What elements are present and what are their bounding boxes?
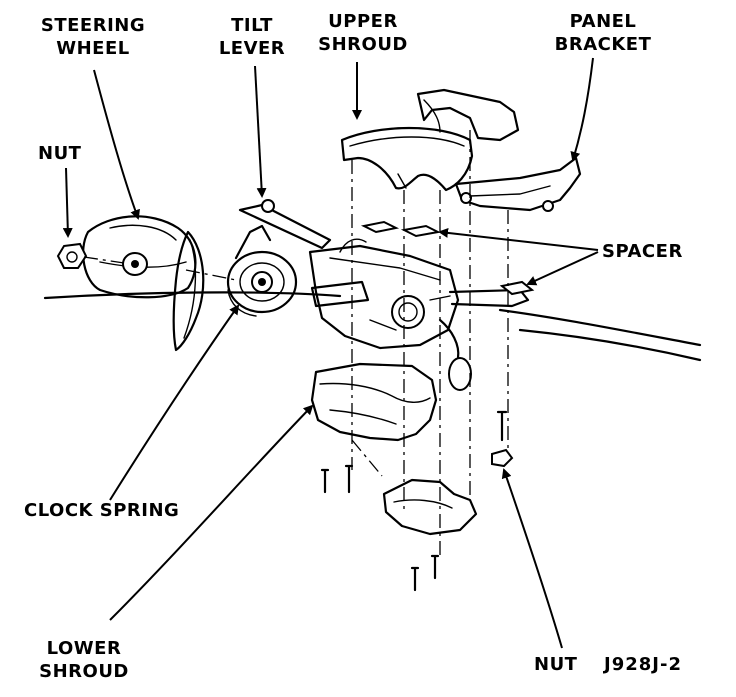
label-steering-wheel: STEERING WHEEL [28, 14, 158, 60]
figure-id: J928J-2 [604, 654, 682, 675]
upper-shroud-part [340, 126, 474, 192]
alignment-lines [185, 130, 509, 560]
label-tilt-lever-line2: LEVER [218, 38, 286, 59]
steering-wheel-part [82, 215, 205, 352]
label-panel-bracket-line1: PANEL [569, 11, 637, 32]
label-upper-shroud-line1: UPPER [328, 11, 398, 32]
panel-bracket-part [416, 88, 582, 212]
label-lower-shroud-line2: SHROUD [39, 661, 129, 682]
label-upper-shroud: UPPER SHROUD [308, 10, 418, 56]
nut-top-part [56, 242, 125, 269]
label-nut-bottom: NUT [534, 654, 578, 675]
label-panel-bracket-line2: BRACKET [554, 34, 652, 55]
steering-column-part [308, 238, 530, 391]
lower-shroud-part [310, 362, 478, 536]
label-steering-wheel-line1: STEERING [40, 15, 146, 36]
leader-lines [62, 57, 599, 649]
clock-spring-part [226, 224, 298, 317]
label-nut-top: NUT [38, 143, 82, 164]
tilt-lever-part [238, 199, 332, 250]
spacers-part [360, 220, 535, 296]
label-tilt-lever-line1: TILT [231, 15, 273, 36]
screws-part [320, 410, 514, 592]
label-upper-shroud-line2: SHROUD [318, 34, 408, 55]
label-lower-shroud: LOWER SHROUD [24, 637, 144, 683]
label-steering-wheel-line2: WHEEL [56, 38, 130, 59]
label-tilt-lever: TILT LEVER [212, 14, 292, 60]
label-panel-bracket: PANEL BRACKET [548, 10, 658, 56]
label-clock-spring: CLOCK SPRING [24, 500, 180, 521]
dash-panel [43, 291, 702, 362]
label-lower-shroud-line1: LOWER [46, 638, 122, 659]
label-spacer: SPACER [602, 241, 683, 262]
